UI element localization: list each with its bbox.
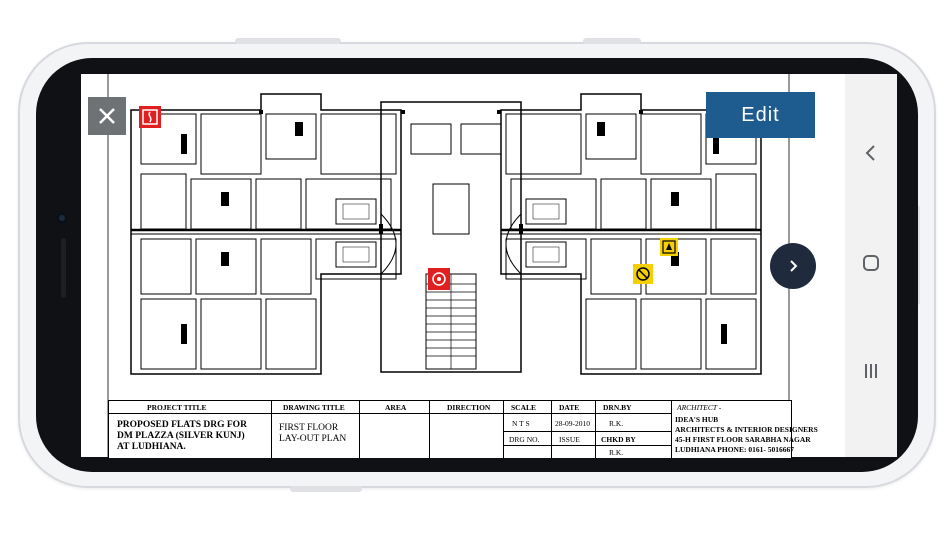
back-chevron-icon bbox=[865, 145, 875, 161]
phone-top-button-small bbox=[583, 38, 641, 44]
architect-line-1: IDEA'S HUB bbox=[675, 415, 719, 424]
speaker-grille bbox=[61, 238, 66, 298]
drawing-title-header: DRAWING TITLE bbox=[283, 403, 345, 412]
phone-bottom-button bbox=[290, 486, 362, 492]
drn-by-header: DRN.BY bbox=[603, 403, 632, 412]
close-button[interactable] bbox=[88, 97, 126, 135]
date-value: 28-09-2010 bbox=[555, 419, 590, 428]
chkd-by-value: R.K. bbox=[609, 448, 624, 457]
warning-sign-icon[interactable] bbox=[660, 238, 678, 256]
fire-alarm-icon[interactable] bbox=[428, 268, 450, 290]
architect-header: ARCHITECT - bbox=[677, 403, 722, 412]
system-nav-bar bbox=[845, 74, 897, 457]
fire-extinguisher-icon[interactable] bbox=[139, 106, 161, 128]
drn-by-value: R.K. bbox=[609, 419, 624, 428]
back-nav-button[interactable] bbox=[845, 144, 897, 168]
chevron-right-icon bbox=[790, 260, 798, 272]
drawing-title-line-1: FIRST FLOOR bbox=[279, 423, 339, 433]
close-icon bbox=[99, 108, 115, 124]
project-title-line-3: AT LUDHIANA. bbox=[117, 442, 186, 452]
drawing-title-line-2: LAY-OUT PLAN bbox=[279, 434, 347, 444]
architect-line-2: ARCHITECTS & INTERIOR DESIGNERS bbox=[675, 425, 818, 434]
no-entry-sign-icon[interactable] bbox=[633, 264, 653, 284]
project-title-header: PROJECT TITLE bbox=[147, 403, 207, 412]
recents-nav-button[interactable] bbox=[845, 362, 897, 386]
home-nav-button[interactable] bbox=[845, 254, 897, 278]
date-header: DATE bbox=[559, 403, 580, 412]
chkd-by-label: CHKD BY bbox=[601, 435, 636, 444]
phone-notch bbox=[36, 158, 82, 370]
title-block: PROJECT TITLE DRAWING TITLE AREA DIRECTI… bbox=[108, 400, 818, 458]
next-button[interactable] bbox=[770, 243, 816, 289]
project-title-line-1: PROPOSED FLATS DRG FOR bbox=[117, 420, 247, 430]
project-title-line-2: DM PLAZZA (SILVER KUNJ) bbox=[117, 431, 245, 441]
scale-header: SCALE bbox=[511, 403, 537, 412]
scale-value: N T S bbox=[512, 419, 530, 428]
direction-header: DIRECTION bbox=[447, 403, 491, 412]
architect-line-3: 45-H FIRST FLOOR SARABHA NAGAR bbox=[675, 435, 811, 444]
issue-label: ISSUE bbox=[559, 435, 580, 444]
drg-no-label: DRG NO. bbox=[509, 435, 540, 444]
architect-line-4: LUDHIANA PHONE: 0161- 5016667 bbox=[675, 445, 794, 454]
home-square-icon bbox=[863, 255, 879, 271]
edit-button[interactable]: Edit bbox=[706, 92, 815, 138]
phone-top-button bbox=[235, 38, 341, 44]
camera-icon bbox=[56, 212, 68, 224]
area-header: AREA bbox=[385, 403, 407, 412]
recents-icon bbox=[865, 364, 877, 378]
